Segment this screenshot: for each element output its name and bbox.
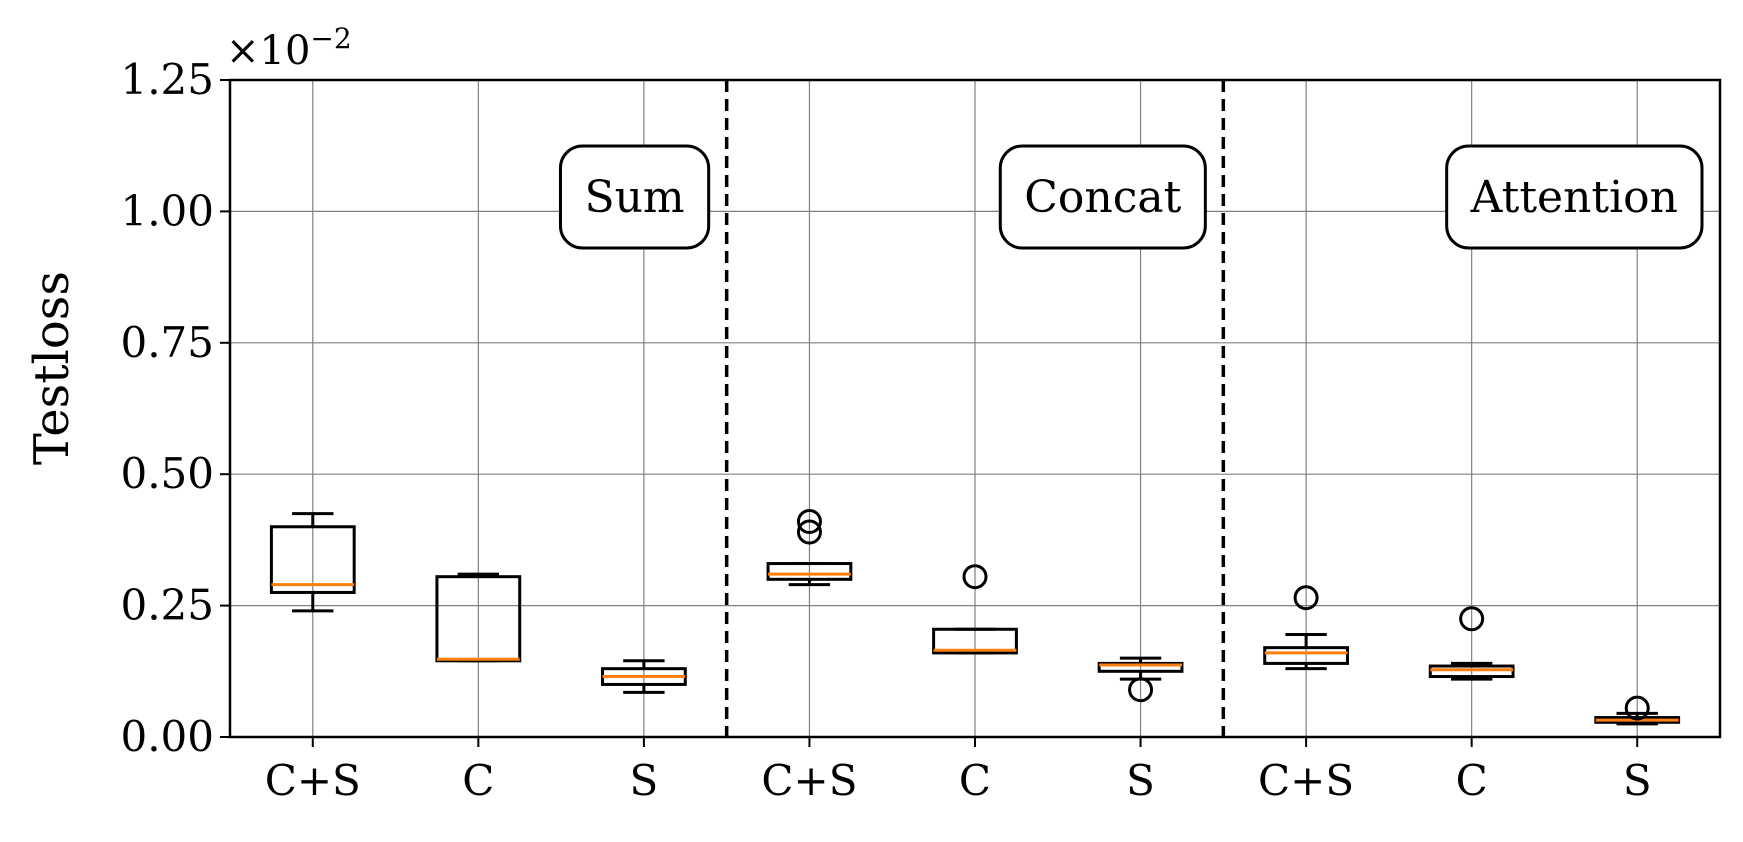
y-multiplier-base: ×10 <box>226 28 310 74</box>
x-tick-label: S <box>1126 756 1155 805</box>
y-tick-label: 0.50 <box>120 449 214 498</box>
group-label-attention: Attention <box>1470 172 1678 223</box>
x-tick-label: C+S <box>265 756 361 805</box>
box-attention-c <box>1428 606 1515 681</box>
outlier-point <box>1128 677 1154 703</box>
outlier-point <box>796 509 822 535</box>
outlier-point <box>1459 606 1485 632</box>
x-tick-label: S <box>629 756 658 805</box>
outlier-point <box>796 519 822 545</box>
group-labels-layer: Sum Concat Attention <box>558 144 1704 250</box>
boxes-layer <box>269 509 1681 726</box>
y-axis-multiplier: ×10−2 <box>226 22 352 74</box>
y-axis-label: Testloss <box>24 271 80 465</box>
box-sum-c <box>435 572 522 663</box>
x-tick-label: C <box>1456 756 1488 805</box>
y-tick-label: 1.25 <box>120 55 214 104</box>
box-concat-cpluss <box>766 509 853 587</box>
group-label-concat: Concat <box>1024 172 1181 223</box>
y-tick-label: 0.25 <box>120 581 214 630</box>
x-tick-label: C <box>462 756 494 805</box>
box-sum-cpluss <box>269 512 356 613</box>
box-sum-s <box>601 659 687 694</box>
box-iqr <box>766 562 853 581</box>
box-attention-cpluss <box>1263 585 1349 671</box>
box-iqr <box>1428 664 1515 679</box>
outlier-point <box>1293 585 1319 611</box>
outlier-point <box>1624 695 1650 721</box>
box-attention-s <box>1594 695 1681 726</box>
x-tick-label: C+S <box>1258 756 1354 805</box>
group-label-frame <box>1445 144 1704 250</box>
x-tick-label: C+S <box>761 756 857 805</box>
x-tick-label: C <box>959 756 991 805</box>
y-tick-label: 0.00 <box>120 712 214 761</box>
y-multiplier-exponent: −2 <box>310 22 351 55</box>
group-label-sum: Sum <box>584 172 684 223</box>
box-iqr <box>435 575 522 663</box>
box-iqr <box>1263 646 1349 665</box>
outlier-point <box>962 564 988 590</box>
y-tick-label: 0.75 <box>120 318 214 367</box>
box-iqr <box>932 627 1018 655</box>
box-iqr <box>269 525 356 594</box>
group-label-frame <box>558 144 711 250</box>
x-tick-label: S <box>1623 756 1652 805</box>
group-label-frame <box>998 144 1207 250</box>
box-iqr <box>1097 661 1184 673</box>
axes-layer: C+S C S C+S C S C+S C S 0.00 0.25 0.50 0.75 1.00 1.25 <box>120 55 1722 805</box>
plot-frame <box>228 78 1722 739</box>
group-separators <box>724 80 1226 737</box>
box-concat-c <box>932 564 1018 655</box>
box-concat-s <box>1097 656 1184 703</box>
y-tick-label: 1.00 <box>120 186 214 235</box>
